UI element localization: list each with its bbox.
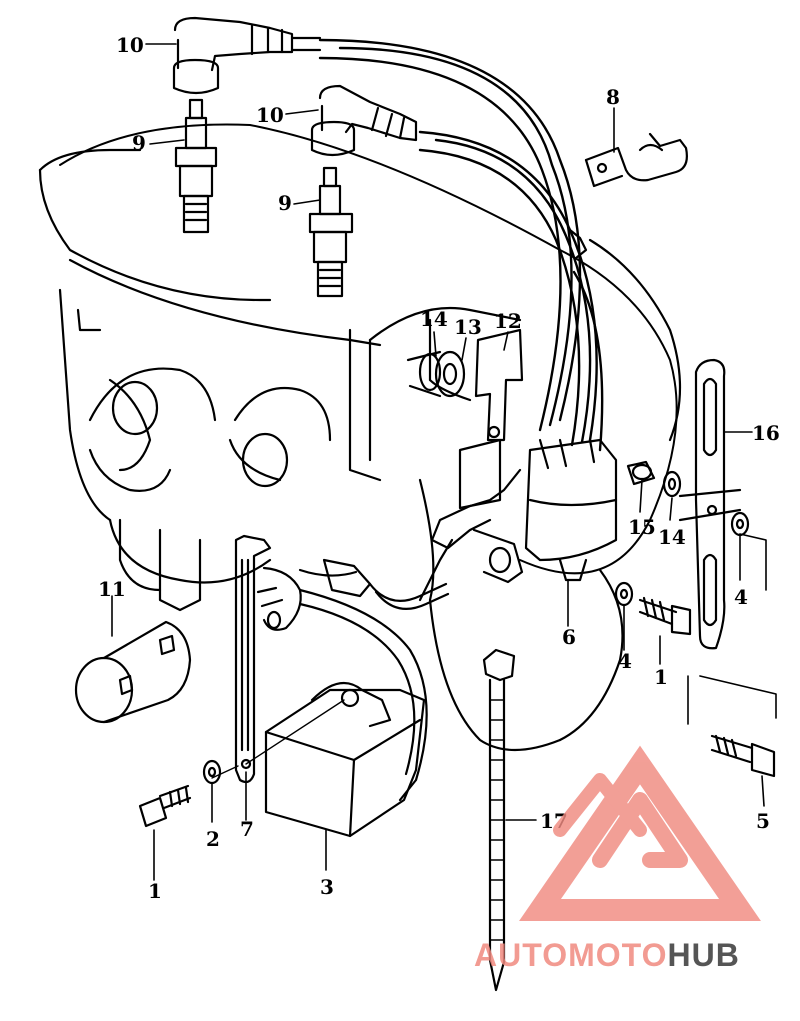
spark-plug-front — [174, 98, 218, 234]
bolt-1-right — [638, 596, 692, 636]
wire-clamp — [584, 132, 688, 188]
cable-tie — [482, 648, 516, 992]
wordmark-automoto: AUTOMOTO — [474, 937, 667, 973]
wire-harness — [298, 538, 454, 610]
callout-8: 8 — [606, 85, 620, 109]
coil-bracket — [428, 318, 524, 510]
callout-10-front: 10 — [116, 33, 144, 57]
callout-11: 11 — [98, 577, 126, 601]
callout-9-front: 9 — [132, 131, 146, 155]
callout-2: 2 — [206, 827, 220, 851]
engine-block — [38, 123, 682, 752]
ignition-wires — [318, 38, 604, 452]
cdi-mounting-bracket — [234, 534, 302, 784]
washer-4-right — [730, 511, 750, 537]
washer-4-center — [614, 581, 634, 607]
callout-1-left: 1 — [148, 879, 162, 903]
spark-plug-cap-rear — [310, 84, 418, 157]
callout-12: 12 — [494, 309, 522, 333]
callout-13: 13 — [454, 315, 482, 339]
spark-plug-cap-front — [172, 16, 322, 95]
callout-labels: 10 10 9 9 8 14 13 12 16 15 14 4 11 6 4 1… — [98, 33, 780, 903]
right-bracket — [678, 358, 742, 650]
washer-14 — [662, 470, 682, 498]
callout-4-center: 4 — [618, 649, 632, 673]
callout-5: 5 — [756, 809, 770, 833]
rubber-bushing — [406, 350, 466, 398]
bolt-1-left — [138, 784, 192, 828]
callout-16: 16 — [752, 421, 780, 445]
callout-14-right: 14 — [658, 525, 686, 549]
bolt-5 — [710, 734, 776, 778]
spark-plug-rear — [308, 166, 354, 298]
ignition-coil — [430, 438, 618, 584]
wordmark-hub: HUB — [667, 937, 739, 973]
callout-leader-lines — [111, 43, 765, 881]
callout-1-right: 1 — [654, 665, 668, 689]
assembly-leader-lines — [687, 533, 777, 725]
automotohub-wordmark: AUTOMOTOHUB — [474, 937, 740, 973]
cdi-axis-line — [245, 699, 345, 765]
callout-3: 3 — [320, 875, 334, 899]
collar-15 — [626, 460, 656, 486]
automotohub-logo-icon — [519, 745, 761, 921]
callout-15: 15 — [628, 515, 656, 539]
callout-14-top: 14 — [420, 307, 448, 331]
cdi-unit — [264, 588, 428, 838]
rubber-sleeve — [74, 620, 192, 724]
bolt-axis-line — [211, 765, 239, 779]
svg-text:AUTOMOTOHUB: AUTOMOTOHUB — [474, 937, 740, 973]
callout-9-rear: 9 — [278, 191, 292, 215]
callout-10-rear: 10 — [256, 103, 284, 127]
washer-2 — [202, 759, 222, 785]
callout-7: 7 — [240, 817, 254, 841]
callout-6: 6 — [562, 625, 576, 649]
callout-4-right: 4 — [734, 585, 748, 609]
